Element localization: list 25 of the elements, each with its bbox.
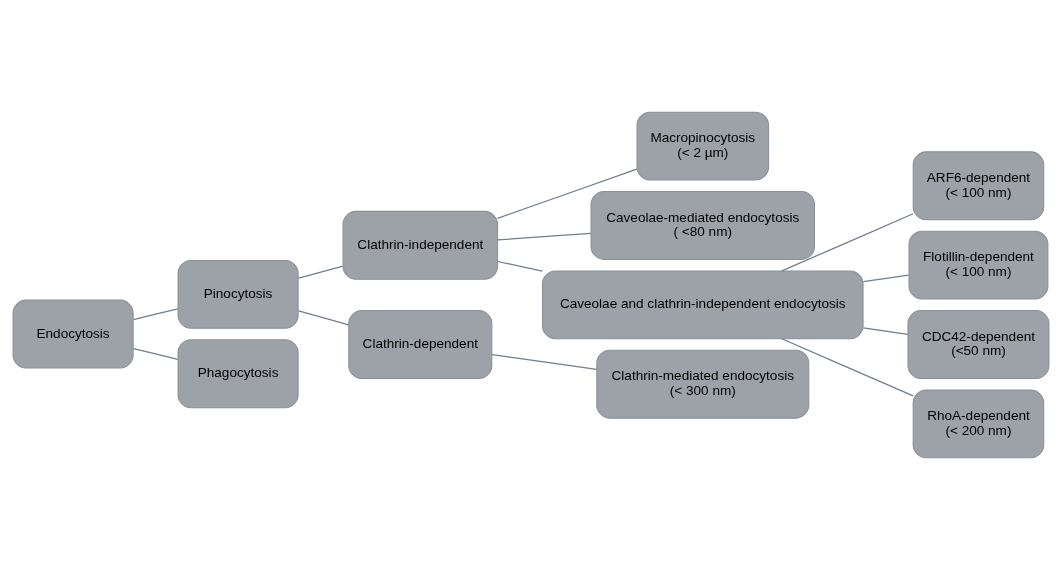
node-box: CDC42-dependent (<50 nm) bbox=[907, 310, 1050, 379]
node-box: Macropinocytosis (< 2 µm) bbox=[636, 111, 770, 181]
node-box: Pinocytosis bbox=[177, 259, 299, 329]
connector bbox=[496, 168, 638, 219]
node-box: Clathrin-dependent bbox=[348, 310, 493, 379]
connector bbox=[862, 274, 910, 283]
connector bbox=[491, 353, 598, 370]
node-box: RhoA-dependent (< 200 nm) bbox=[912, 389, 1045, 459]
node-box: Phagocytosis bbox=[177, 339, 299, 409]
connector bbox=[781, 338, 914, 397]
node-box: Caveolae and clathrin-independent endocytosis bbox=[541, 270, 864, 340]
connector bbox=[496, 232, 592, 241]
connector bbox=[132, 347, 179, 360]
node-box: Clathrin-independent bbox=[342, 210, 499, 280]
connector bbox=[862, 327, 909, 336]
connector bbox=[132, 308, 179, 321]
node-box: ARF6-dependent (< 100 nm) bbox=[912, 151, 1045, 221]
node-box: Flotillin-dependent (< 100 nm) bbox=[908, 230, 1049, 300]
connector bbox=[496, 260, 544, 272]
connector bbox=[298, 265, 344, 279]
node-box: Endocytosis bbox=[12, 299, 134, 369]
node-box: Clathrin-mediated endocytosis (< 300 nm) bbox=[596, 349, 810, 419]
connector bbox=[781, 213, 914, 272]
connector bbox=[298, 310, 350, 326]
node-box: Caveolae-mediated endocytosis ( <80 nm) bbox=[590, 191, 816, 260]
